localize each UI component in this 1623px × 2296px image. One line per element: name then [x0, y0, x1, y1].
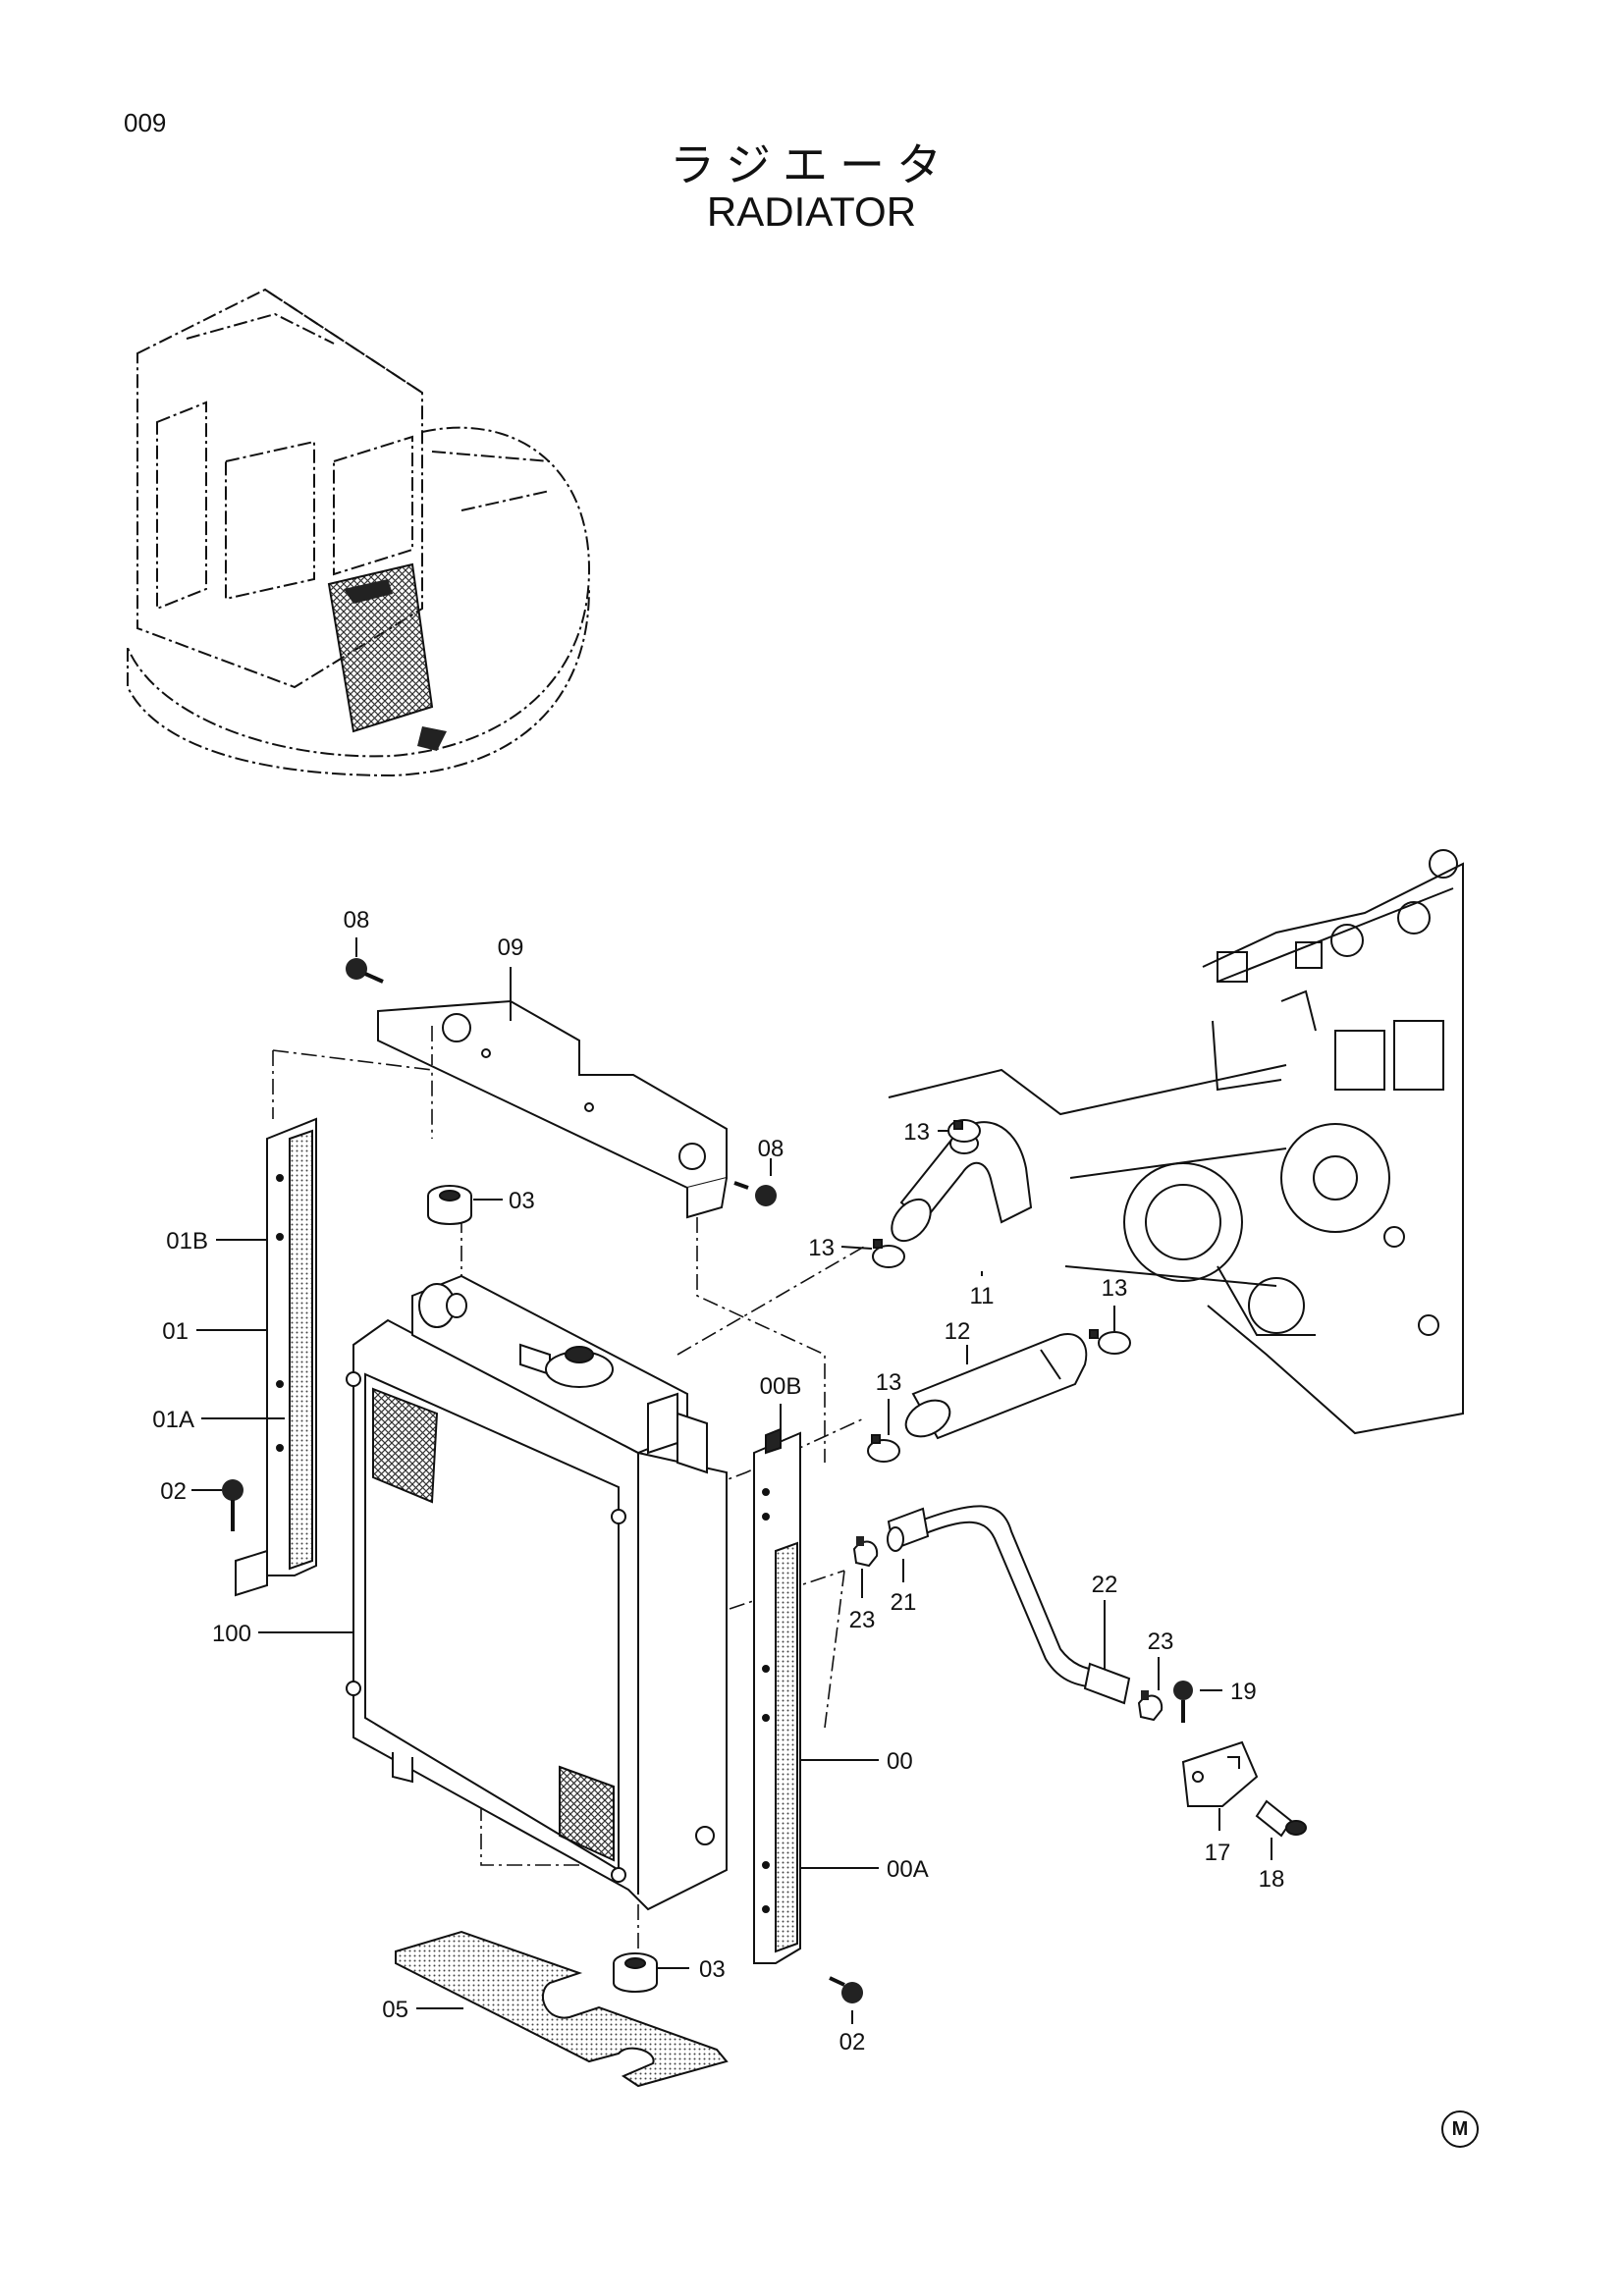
hose-fitting-21 — [887, 1507, 930, 1552]
hose-fitting-22-end — [1083, 1662, 1131, 1705]
bolt-02-left — [222, 1479, 243, 1531]
callout-01: 01 — [162, 1318, 189, 1345]
machine-overview-illustration — [127, 288, 591, 777]
callout-05: 05 — [382, 1997, 408, 2023]
callout-02-right: 02 — [839, 2029, 866, 2056]
callout-09: 09 — [498, 934, 524, 961]
callout-13-a: 13 — [903, 1119, 930, 1146]
callout-08-bracket: 08 — [758, 1136, 784, 1162]
hose-clamp-13-b — [872, 1239, 905, 1268]
clamp-23-a — [852, 1536, 879, 1568]
callout-19: 19 — [1230, 1679, 1257, 1705]
title-english: RADIATOR — [706, 188, 917, 235]
callout-01b: 01B — [166, 1228, 208, 1255]
callout-08-upper: 08 — [344, 907, 370, 934]
callout-17: 17 — [1205, 1840, 1231, 1866]
rubber-mount-03-lower — [613, 1952, 658, 1993]
callout-00: 00 — [887, 1748, 913, 1775]
callout-00b: 00B — [760, 1373, 802, 1400]
engine-illustration — [1064, 849, 1464, 1435]
title-japanese: ラジエータ — [669, 138, 954, 191]
callout-03-lower: 03 — [699, 1956, 726, 1983]
base-plate-05 — [395, 1930, 729, 2088]
hose-clamp-13-a — [947, 1119, 981, 1143]
upper-hose-11 — [891, 1121, 1033, 1243]
radiator-location-highlight — [327, 562, 447, 751]
radiator-core-100 — [346, 1318, 728, 1911]
bolt-08-upper — [346, 958, 384, 984]
bolt-02-right — [829, 1976, 863, 2003]
callout-13-b: 13 — [808, 1235, 835, 1261]
callout-00a: 00A — [887, 1856, 929, 1883]
callout-23-a: 23 — [849, 1607, 876, 1633]
callout-11: 11 — [970, 1283, 995, 1309]
callout-02-left: 02 — [160, 1478, 187, 1505]
footer-mark: M — [1441, 2110, 1479, 2148]
engine-reference-leader — [888, 1064, 1287, 1116]
rubber-mount-03-upper — [427, 1185, 472, 1225]
callout-03-upper: 03 — [509, 1188, 535, 1214]
side-rail-01 — [235, 1117, 317, 1597]
drain-cock-18 — [1255, 1799, 1307, 1838]
hose-clamp-13-c — [1089, 1329, 1131, 1355]
drain-bracket-17 — [1181, 1740, 1259, 1807]
callout-21: 21 — [891, 1589, 917, 1616]
side-rail-00 — [753, 1427, 801, 1964]
clamp-23-b — [1137, 1690, 1163, 1722]
drain-hose-22 — [917, 1505, 1110, 1689]
callout-13-d: 13 — [876, 1369, 902, 1396]
leader-lines — [191, 937, 1272, 2024]
callout-13-c: 13 — [1102, 1275, 1128, 1302]
callout-12: 12 — [945, 1318, 971, 1345]
callout-100: 100 — [212, 1621, 251, 1647]
radiator-upper-tank — [411, 1274, 708, 1474]
hose-clamp-13-d — [867, 1434, 900, 1463]
callout-labels: 08 09 08 03 01B 01 01A 02 100 05 03 00B … — [152, 907, 1284, 2056]
callout-18: 18 — [1259, 1866, 1285, 1893]
lower-hose-12 — [904, 1333, 1088, 1440]
upper-bracket-09 — [377, 999, 728, 1219]
bolt-19 — [1173, 1681, 1193, 1723]
callout-01a: 01A — [152, 1407, 194, 1433]
page-number: 009 — [124, 108, 167, 137]
callout-23-b: 23 — [1148, 1629, 1174, 1655]
bolt-08-bracket — [733, 1181, 777, 1206]
callout-22: 22 — [1092, 1572, 1118, 1598]
